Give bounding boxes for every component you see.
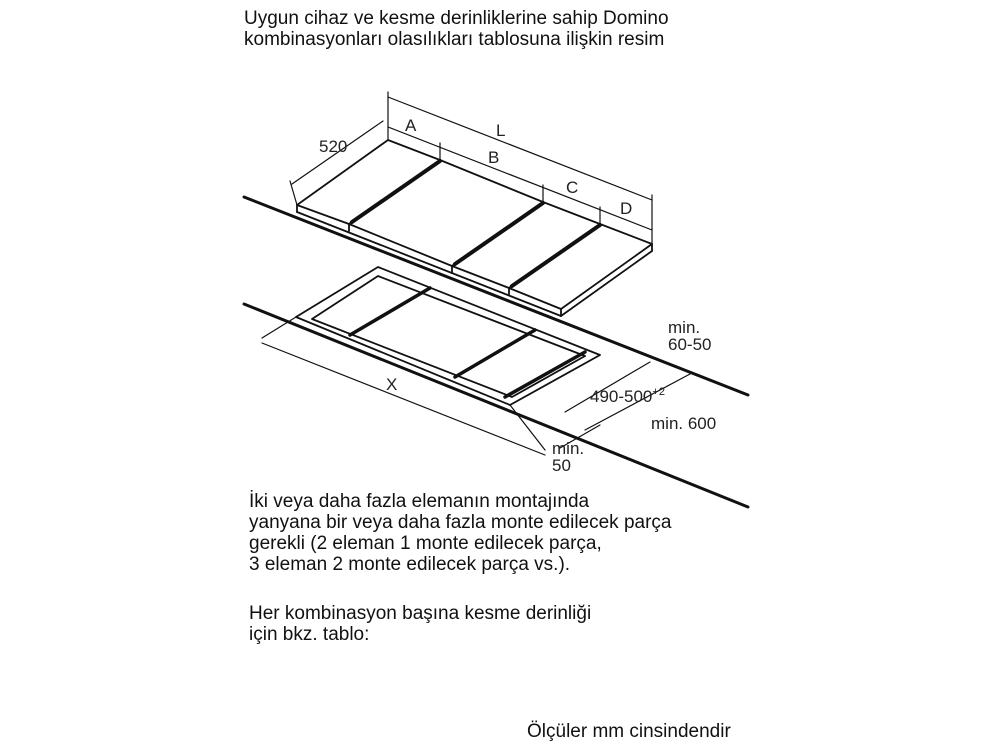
cutout-seams [348,286,587,399]
label-side-gap-1: min. [552,439,584,458]
worktop-back-edge [242,195,750,397]
label-total: L [496,121,505,140]
worktop-front-edge [242,302,750,509]
notes-line-3: gerekli (2 eleman 1 monte edilecek parça… [249,533,602,554]
label-side-gap-2: 50 [552,456,571,475]
installation-notes: İki veya daha fazla elemanın montajında … [249,491,671,575]
table-reference: Her kombinasyon başına kesme derinliği i… [249,603,591,645]
label-depth: 520 [319,137,347,156]
label-d: D [620,199,632,218]
dim-line-segments [387,126,653,231]
label-b: B [488,148,499,167]
notes-line-2: yanyana bir veya daha fazla monte edilec… [249,512,672,533]
label-front-gap-1: min. [668,318,700,337]
reference-line-2: için bkz. tablo: [249,624,370,645]
label-front-gap-2: 60-50 [668,335,711,354]
dimension-depth [559,361,691,449]
caption-line-1: Uygun cihaz ve kesme derinliklerine sahi… [244,8,669,29]
dim-line-total [387,96,653,201]
reference-line-1: Her kombinasyon başına kesme derinliği [249,603,592,624]
figure-caption: Uygun cihaz ve kesme derinliklerine sahi… [244,8,669,50]
label-a: A [405,116,417,135]
dimension-x [261,316,546,456]
label-c: C [566,178,578,197]
cutout-depth-value: 490-500 [590,387,652,406]
cutout-outer [295,266,601,406]
dim-line-depth [291,120,384,185]
cutout-inner [311,275,586,398]
dimension-lines [289,91,653,245]
dim-ext-depth-left [289,180,298,206]
label-x: X [386,375,397,394]
notes-line-1: İki veya daha fazla elemanın montajında [249,491,590,512]
appliance-front-edges [296,204,653,317]
label-worktop-depth: min. 600 [651,414,716,433]
cutout-frame [295,266,601,406]
units-note: Ölçüler mm cinsindendir [527,721,731,742]
notes-line-4: 3 eleman 2 monte edilecek parça vs.). [249,554,571,575]
appliance-seams [350,159,602,288]
cutout-depth-tolerance: +2 [652,386,665,398]
label-cutout-depth: 490-500+2 [590,386,665,406]
caption-line-2: kombinasyonları olasılıkları tablosuna i… [244,29,665,50]
